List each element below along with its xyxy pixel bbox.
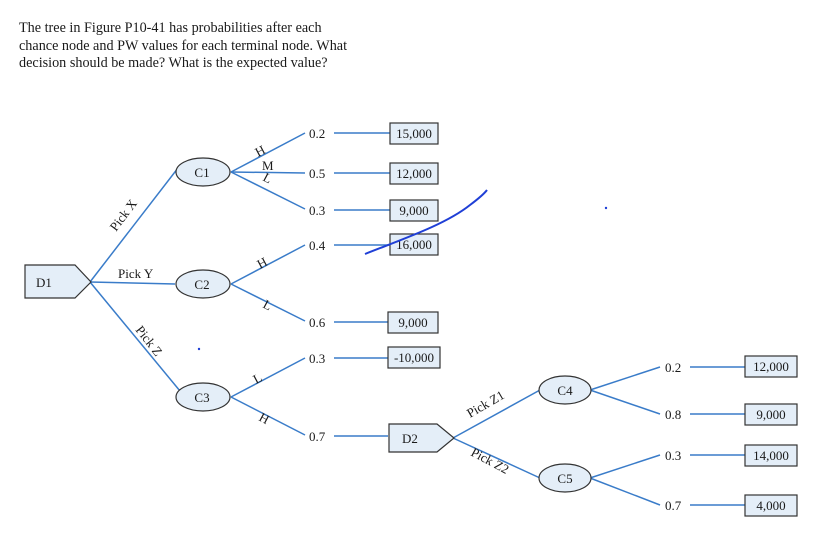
branch-pick-y xyxy=(89,281,176,285)
svg-text:0.3: 0.3 xyxy=(665,448,681,463)
branch-c3-l xyxy=(230,357,306,398)
branch-pick-z1 xyxy=(452,389,541,439)
svg-text:0.3: 0.3 xyxy=(309,203,325,218)
svg-text:C2: C2 xyxy=(194,277,209,292)
label-pick-z2: Pick Z2 xyxy=(469,444,512,476)
branch-pick-z2 xyxy=(452,437,541,479)
chance-node-c5: C5 xyxy=(538,463,592,493)
svg-text:0.5: 0.5 xyxy=(309,166,325,181)
pen-dot xyxy=(604,206,608,210)
branch-pick-z xyxy=(89,281,181,392)
chance-node-c4: C4 xyxy=(538,375,592,405)
svg-text:9,000: 9,000 xyxy=(398,315,427,330)
svg-text:0.2: 0.2 xyxy=(665,360,681,375)
pen-dot xyxy=(197,347,201,351)
branch-pick-x xyxy=(89,167,179,283)
svg-text:D1: D1 xyxy=(36,275,52,290)
terminal-values: 15,000 12,000 9,000 16,000 9,000 -10,000… xyxy=(387,122,798,517)
svg-text:C3: C3 xyxy=(194,390,209,405)
svg-text:0.3: 0.3 xyxy=(309,351,325,366)
svg-text:0.7: 0.7 xyxy=(665,498,682,513)
svg-text:D2: D2 xyxy=(402,431,418,446)
problem-statement: The tree in Figure P10-41 has probabilit… xyxy=(19,20,348,71)
label-pick-y: Pick Y xyxy=(118,266,154,281)
branches xyxy=(89,132,745,506)
svg-text:-10,000: -10,000 xyxy=(394,350,434,365)
label-pick-x: Pick X xyxy=(106,196,140,234)
branch-c2-l xyxy=(230,283,306,322)
svg-text:9,000: 9,000 xyxy=(756,407,785,422)
outcome-c3-l: L xyxy=(250,370,264,387)
decision-node-d1: D1 xyxy=(24,264,92,299)
svg-text:C1: C1 xyxy=(194,165,209,180)
label-pick-z1: Pick Z1 xyxy=(464,387,507,420)
decision-node-d2: D2 xyxy=(388,423,455,453)
outcome-c1-h: H xyxy=(252,142,267,160)
svg-text:C4: C4 xyxy=(557,383,573,398)
pen-mark xyxy=(364,189,488,255)
chance-node-c2: C2 xyxy=(175,269,231,299)
svg-text:4,000: 4,000 xyxy=(756,498,785,513)
outcome-c1-m: M xyxy=(262,158,274,173)
svg-text:14,000: 14,000 xyxy=(753,448,789,463)
probabilities: 0.2 0.5 0.3 0.4 0.6 0.3 0.7 0.2 0.8 0.3 … xyxy=(309,126,682,513)
chance-node-c3: C3 xyxy=(175,382,231,412)
branch-c1-l xyxy=(230,171,306,210)
svg-text:12,000: 12,000 xyxy=(396,166,432,181)
svg-text:0.4: 0.4 xyxy=(309,238,326,253)
svg-text:C5: C5 xyxy=(557,471,572,486)
branch-c3-h xyxy=(230,396,306,436)
chance-node-c1: C1 xyxy=(175,157,231,187)
svg-text:9,000: 9,000 xyxy=(399,203,428,218)
svg-text:0.2: 0.2 xyxy=(309,126,325,141)
svg-text:15,000: 15,000 xyxy=(396,126,432,141)
svg-text:0.7: 0.7 xyxy=(309,429,326,444)
branch-c1-h xyxy=(230,132,306,173)
svg-text:12,000: 12,000 xyxy=(753,359,789,374)
branch-c2-h xyxy=(230,244,306,285)
svg-text:0.8: 0.8 xyxy=(665,407,681,422)
svg-text:16,000: 16,000 xyxy=(396,237,432,252)
branch-c1-m xyxy=(230,171,306,174)
svg-text:0.6: 0.6 xyxy=(309,315,326,330)
outcome-c2-h: H xyxy=(254,254,269,272)
